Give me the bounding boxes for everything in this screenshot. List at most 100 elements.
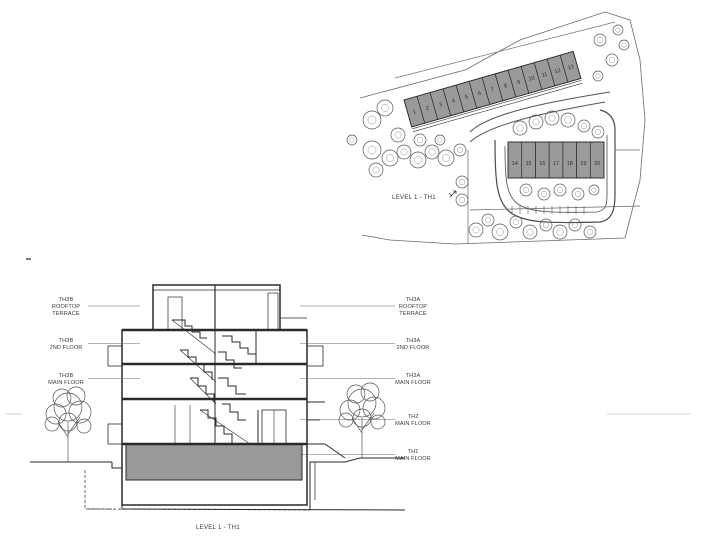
tree-canopy — [605, 53, 619, 67]
section-label-line: MAIN FLOOR — [395, 456, 431, 462]
tree-canopy — [552, 224, 568, 240]
tree-canopy — [468, 222, 484, 238]
balcony-left-lower — [107, 423, 123, 445]
tree-canopy — [553, 183, 567, 197]
tree-canopy — [396, 144, 412, 160]
townhouse-unit-number: 9 — [516, 79, 521, 86]
tree-canopy — [560, 112, 576, 128]
section-label-line: TH3A — [406, 338, 421, 344]
townhouse-unit-number: 17 — [553, 161, 559, 167]
tree-canopy — [593, 33, 607, 47]
tree-canopy — [583, 225, 597, 239]
townhouse-unit-number: 18 — [567, 161, 573, 167]
townhouse-unit-number: 15 — [526, 161, 532, 167]
tree-canopy — [539, 218, 553, 232]
drive-aisle — [469, 205, 641, 211]
tree-canopy — [481, 213, 495, 227]
tree-canopy — [455, 193, 469, 207]
townhouse-unit-number: 16 — [539, 161, 545, 167]
tree-canopy — [592, 70, 604, 82]
parking-stalls — [511, 206, 585, 214]
north-road — [394, 21, 616, 79]
tree-canopy — [455, 175, 469, 189]
section-label-line: 2ND FLOOR — [397, 345, 430, 351]
tree-canopy — [612, 24, 624, 36]
tree-canopy — [591, 125, 605, 139]
rooftop-enclosure — [152, 284, 281, 330]
tree-canopy — [528, 114, 544, 130]
tree-canopy — [453, 143, 467, 157]
townhouse-unit-number: 13 — [567, 64, 574, 71]
tree-canopy — [588, 184, 600, 196]
section-label-line: MAIN FLOOR — [395, 421, 431, 427]
townhouse-unit-number: 6 — [477, 91, 482, 98]
tree-canopy — [522, 224, 538, 240]
section-label-line: TH3A — [406, 297, 421, 303]
tree-canopy — [381, 149, 399, 167]
tree-elevation-left — [44, 386, 92, 462]
townhouse-unit-number: 7 — [490, 87, 495, 94]
townhouse-unit-number: 8 — [503, 83, 508, 90]
tree-canopy — [409, 151, 427, 169]
townhouse-unit — [559, 51, 582, 83]
townhouse-unit-number: 2 — [425, 106, 430, 113]
tree-canopy — [577, 119, 591, 133]
balcony-right-upper — [306, 345, 324, 367]
south-townhouse-block: 14 15 16 17 18 19 20 — [507, 141, 605, 179]
tree-canopy — [437, 149, 455, 167]
section-label-line: TH3B — [59, 373, 74, 379]
townhouse-unit-number: 14 — [512, 161, 518, 167]
section-label-line: TH3B — [59, 338, 74, 344]
north-arrow-icon — [448, 190, 457, 198]
tree-canopy — [491, 223, 509, 241]
townhouse-unit-number: 1 — [412, 109, 417, 116]
tree-elevation-right — [338, 382, 386, 458]
tree-canopy — [512, 120, 528, 136]
townhouse-unit-number: 11 — [541, 72, 548, 79]
internal-road-inner — [469, 101, 606, 143]
townhouse-unit-number: 5 — [464, 94, 469, 101]
entry-stair-right — [307, 443, 346, 459]
tree-canopy — [509, 215, 523, 229]
th1-unit-highlight — [125, 443, 303, 481]
site-trees — [346, 24, 630, 241]
tree-canopy — [434, 134, 446, 146]
tree-canopy — [519, 183, 533, 197]
tree-canopy — [362, 140, 382, 160]
section-label-line: TH2 — [408, 414, 419, 420]
ground-right — [309, 457, 405, 510]
section-label-line: TH1 — [408, 449, 419, 455]
townhouse-unit-number: 4 — [451, 98, 456, 105]
tree-canopy — [368, 162, 384, 178]
site-plan-caption: LEVEL 1 - TH1 — [392, 194, 436, 201]
balcony-left-upper — [107, 345, 123, 367]
building-section — [30, 284, 406, 511]
tree-canopy — [537, 187, 551, 201]
townhouse-unit-number: 10 — [528, 75, 535, 82]
section-label-line: TERRACE — [52, 311, 80, 317]
section-trees — [44, 382, 386, 462]
section-label-line: MAIN FLOOR — [48, 380, 84, 386]
internal-road-outer — [469, 91, 611, 133]
townhouse-unit-number: 12 — [554, 68, 561, 75]
townhouse-unit-number: 3 — [438, 102, 443, 109]
section-caption: LEVEL 1 - TH1 — [196, 524, 240, 531]
section-label-line: ROOFTOP — [52, 304, 80, 310]
section-label-line: TH3A — [406, 373, 421, 379]
tree-canopy — [376, 99, 394, 117]
section-label-line: TH3B — [59, 297, 74, 303]
tree-canopy — [618, 39, 630, 51]
footing-dashed-left — [84, 470, 112, 510]
tree-canopy — [424, 144, 440, 160]
townhouse-unit-number: 19 — [580, 161, 586, 167]
parking-loop-inner — [504, 135, 608, 213]
label-leaders — [88, 305, 395, 455]
townhouse-unit-number: 20 — [594, 161, 600, 167]
section-label-line: 2ND FLOOR — [50, 345, 83, 351]
tree-canopy — [413, 133, 427, 147]
